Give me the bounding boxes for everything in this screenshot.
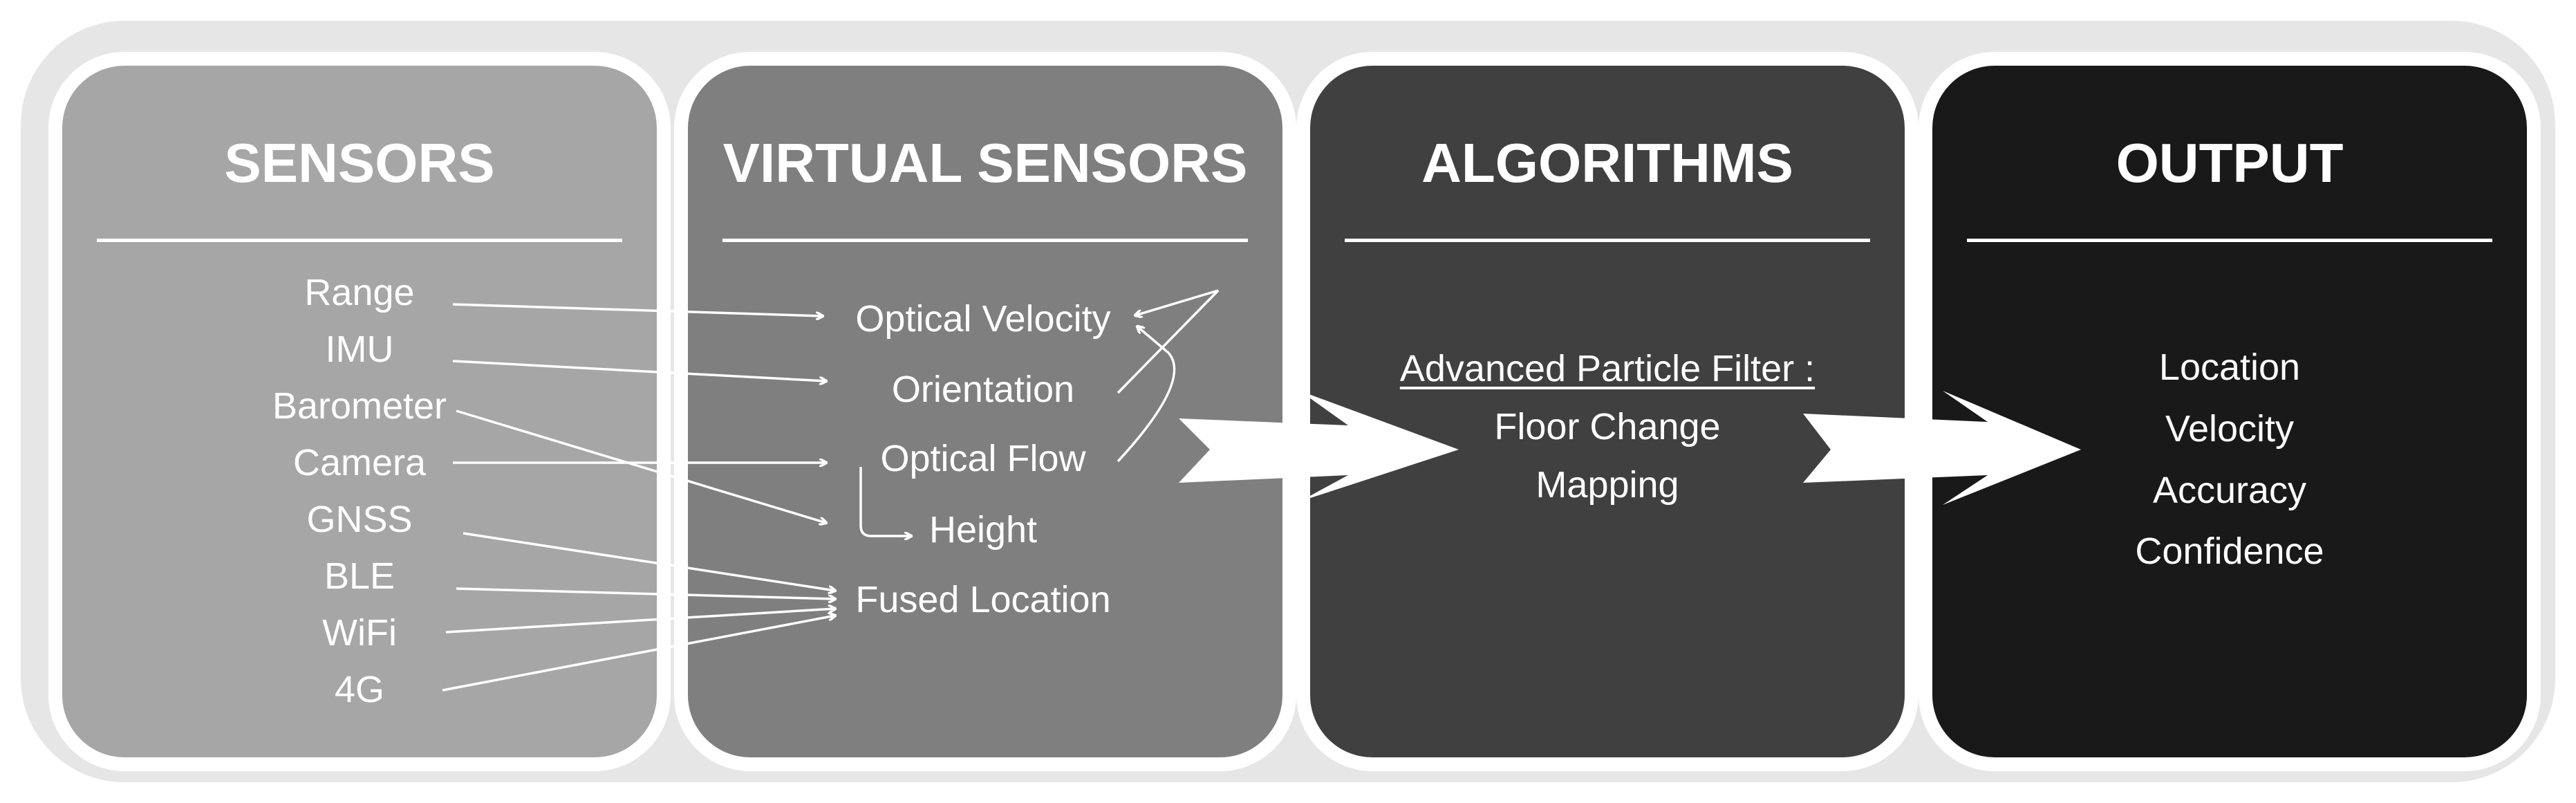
algorithms-panel: ALGORITHMS: [1310, 66, 1905, 757]
sensor-label-4g: 4G: [334, 669, 385, 710]
link-optical-flow-height: [859, 467, 911, 536]
algorithms-title: ALGORITHMS: [1421, 132, 1793, 194]
sensors-divider: [97, 239, 622, 242]
virtual-label-orientation: Orientation: [891, 369, 1075, 410]
link-imu-orientation: [452, 360, 826, 381]
algorithm-label-mapping: Mapping: [1536, 464, 1679, 506]
sensors-title: SENSORS: [224, 132, 495, 194]
sensor-label-imu: IMU: [325, 329, 394, 370]
algorithms-divider: [1345, 239, 1870, 242]
sensor-label-barometer: Barometer: [272, 385, 447, 427]
virtual-label-fused-location: Fused Location: [855, 579, 1111, 620]
flow-arrow-algorithms-to-output: [1803, 391, 2081, 505]
algorithm-label-floor-change: Floor Change: [1494, 406, 1721, 447]
link-ble-fused-location: [456, 587, 835, 599]
virtual-sensors-divider: [722, 239, 1248, 242]
virtual-label-optical-flow: Optical Flow: [880, 438, 1086, 479]
output-title: OUTPUT: [2116, 132, 2344, 194]
sensor-label-range: Range: [304, 272, 415, 313]
sensor-label-ble: BLE: [324, 555, 395, 597]
link-optical-flow-optical-velocity: [1117, 326, 1176, 463]
sensor-label-gnss: GNSS: [306, 499, 413, 540]
link-range-optical-velocity: [452, 303, 823, 316]
output-panel: OUTPUT: [1932, 66, 2527, 757]
sensor-label-wifi: WiFi: [322, 612, 397, 654]
link-barometer-height: [456, 409, 826, 523]
virtual-label-optical-velocity: Optical Velocity: [855, 298, 1111, 340]
virtual-sensors-panel: VIRTUAL SENSORS: [688, 66, 1282, 757]
virtual-label-height: Height: [928, 509, 1038, 551]
output-label-confidence: Confidence: [2135, 530, 2324, 572]
virtual-sensors-title: VIRTUAL SENSORS: [722, 132, 1248, 194]
link-gnss-fused-location: [463, 532, 835, 591]
flow-arrow-virtual-to-algorithms: [1179, 391, 1459, 501]
sensor-label-camera: Camera: [292, 442, 427, 483]
output-divider: [1967, 239, 2492, 242]
link-orientation-optical-velocity: [1117, 289, 1220, 394]
sensors-panel: SENSORS: [62, 66, 657, 757]
link-wifi-fused-location: [445, 609, 835, 634]
output-label-accuracy: Accuracy: [2152, 470, 2307, 511]
output-label-velocity: Velocity: [2165, 408, 2295, 450]
algorithm-heading: Advanced Particle Filter :: [1399, 348, 1816, 389]
output-label-location: Location: [2158, 347, 2301, 388]
link-4g-fused-location: [442, 616, 835, 692]
